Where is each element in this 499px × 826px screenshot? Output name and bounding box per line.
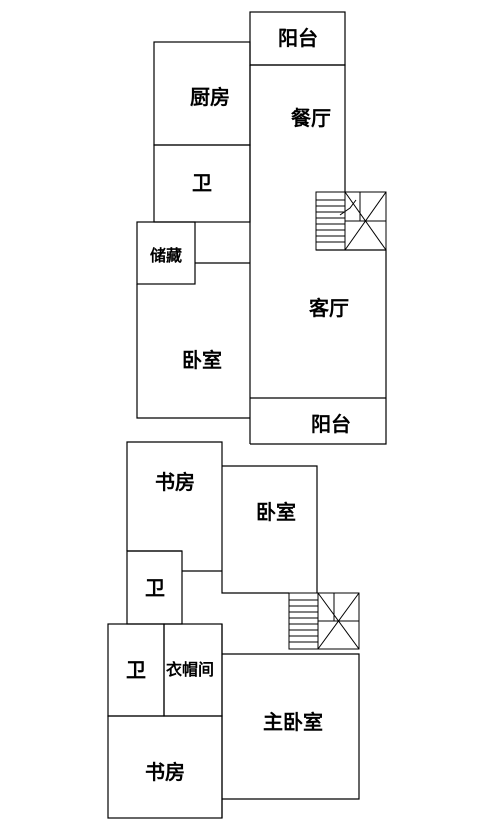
dining-wall: [250, 64, 346, 192]
room-label-bath-small: 卫: [145, 576, 165, 600]
room-label-closet: 衣帽间: [165, 660, 215, 679]
upper-stair: [315, 191, 387, 251]
room-label-kitchen: 厨房: [190, 85, 230, 109]
bedroom-lower-bottom: [221, 571, 289, 594]
room-label-study-bottom: 书房: [145, 760, 185, 784]
bedroom-outline: [136, 284, 250, 419]
storage-outline: [136, 221, 196, 285]
bedroom-lower-outline: [222, 465, 318, 593]
room-label-bedroom-lower: 卧室: [256, 500, 296, 524]
room-label-master-bedroom: 主卧室: [263, 710, 323, 734]
room-label-bedroom: 卧室: [182, 348, 222, 372]
room-label-dining: 餐厅: [291, 106, 331, 130]
room-label-bath: 卫: [192, 171, 212, 195]
room-label-living: 客厅: [309, 296, 349, 320]
lower-floor-walls: [107, 441, 360, 819]
study-top-outline: [126, 441, 223, 571]
room-label-balcony-top: 阳台: [278, 26, 318, 50]
upper-floor-walls: [136, 11, 387, 445]
master-bedroom-outline: [222, 653, 360, 800]
room-label-balcony-bottom: 阳台: [311, 412, 351, 436]
room-label-bath-lower: 卫: [126, 658, 146, 682]
lower-stair: [288, 592, 360, 650]
room-label-storage: 储藏: [149, 246, 183, 265]
room-label-study-top: 书房: [155, 470, 195, 494]
